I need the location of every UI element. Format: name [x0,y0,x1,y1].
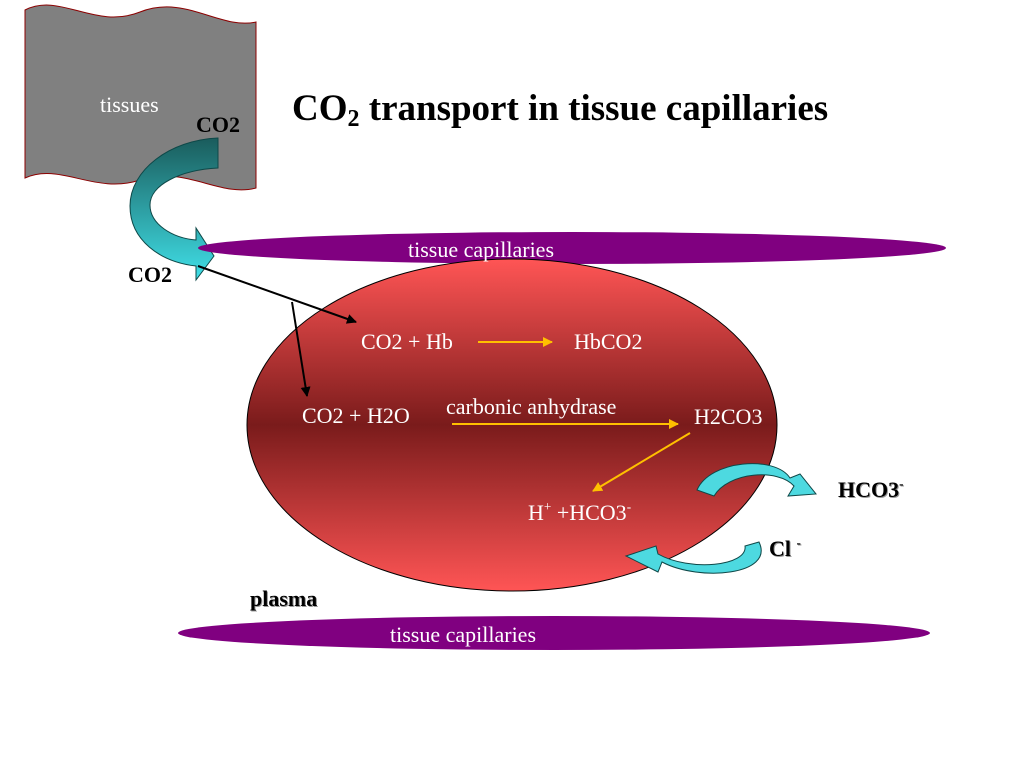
hco3-out-arrow [696,463,817,497]
dissociation-arrow [592,432,691,492]
capillary-bottom-band [178,616,930,650]
cl-in-arrow [624,541,762,574]
capillary-bottom-label: tissue capillaries [390,622,537,647]
enzyme-label: carbonic anhydrase [446,394,617,419]
page-title: CO2 transport in tissue capillaries [292,88,829,132]
tissues-label: tissues [100,92,159,117]
water-reaction-right: H2CO3 [694,406,763,428]
hb-reaction-left: CO2 + Hb [361,329,453,354]
co2-to-hb-arrow [197,265,357,324]
co2-to-water-arrow [291,301,311,397]
hco3-out-label: HCO3- [838,476,904,503]
capillary-top-label: tissue capillaries [408,237,555,262]
left-co2-label: CO2 [128,262,172,287]
tissue-co2-curved-arrow [129,137,219,282]
tissue-co2-label: CO2 [196,112,240,137]
cl-in-label: Cl - [769,535,801,562]
hb-reaction-right: HbCO2 [574,329,643,354]
capillary-top-band [198,232,946,264]
plasma-label: plasma [250,586,318,611]
water-reaction-left: CO2 + H2O [302,403,410,428]
dissociation-products: H+ +HCO3- [528,499,632,526]
